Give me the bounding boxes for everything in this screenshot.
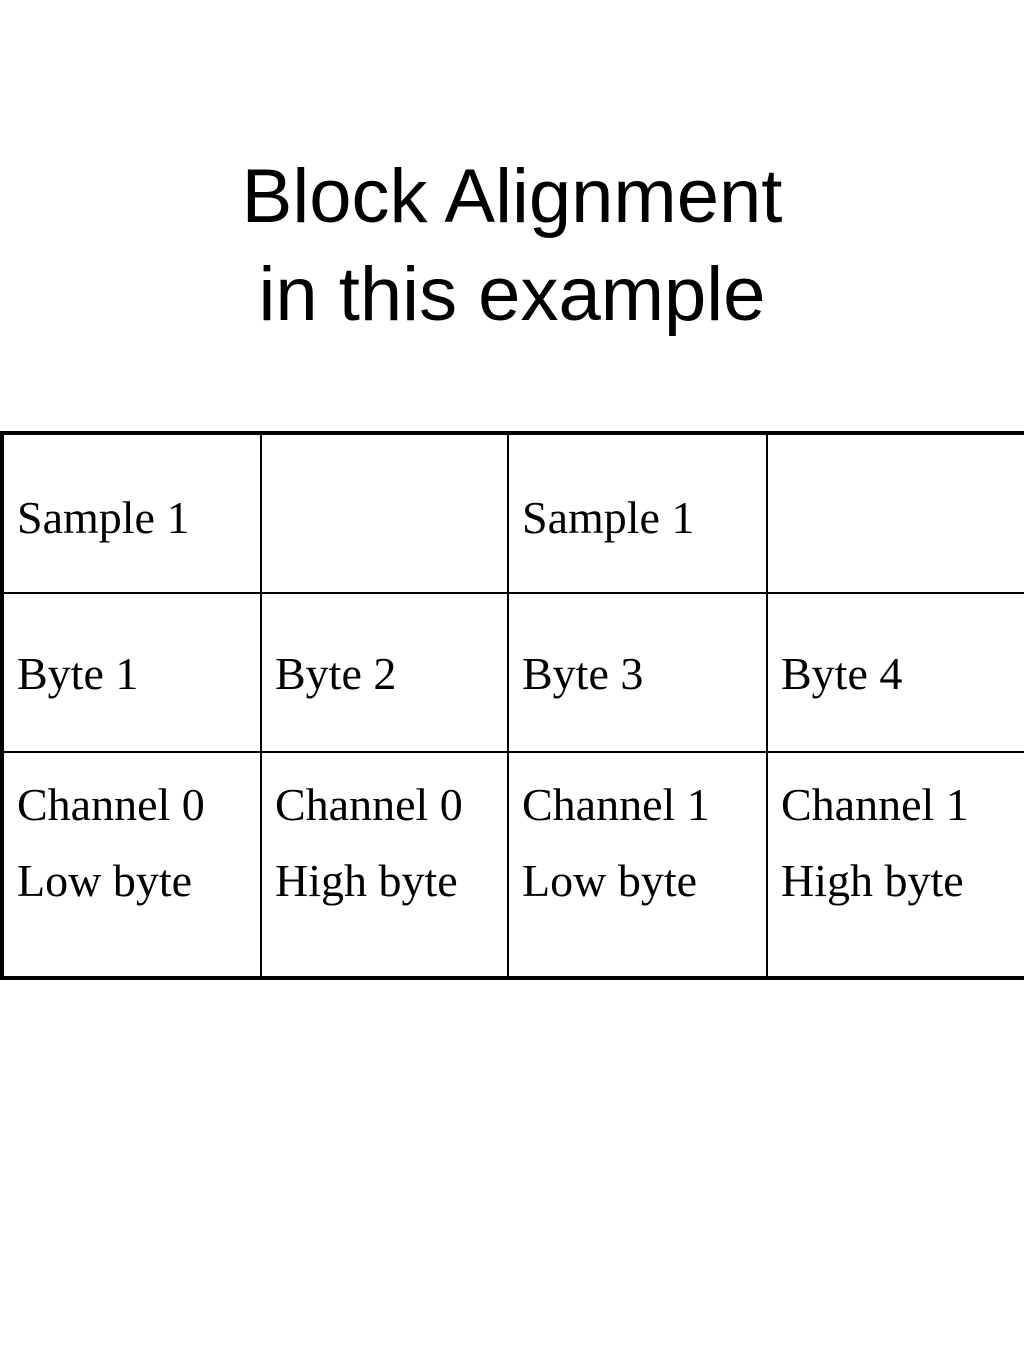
title-line-2: in this example [258,252,766,337]
table-row-bytes: Byte 1 Byte 2 Byte 3 Byte 4 [0,592,1024,753]
table-row-channels: Channel 0 Low byte Channel 0 High byte C… [0,751,1024,980]
table-cell: Byte 2 [260,592,509,753]
table-cell: Sample 1 [0,431,262,594]
table-cell: Byte 3 [507,592,768,753]
slide-title: Block Alignment in this example [0,148,1024,344]
table-cell: Channel 1 High byte [766,751,1024,980]
table-cell [766,431,1024,594]
table-cell: Byte 1 [0,592,262,753]
table-cell [260,431,509,594]
table-cell: Sample 1 [507,431,768,594]
block-alignment-table: Sample 1 Sample 1 Byte 1 Byte 2 Byte 3 B… [0,431,1024,980]
table-cell: Channel 0 Low byte [0,751,262,980]
table-row-sample: Sample 1 Sample 1 [0,431,1024,594]
table-cell: Byte 4 [766,592,1024,753]
table-cell: Channel 1 Low byte [507,751,768,980]
table-cell: Channel 0 High byte [260,751,509,980]
title-line-1: Block Alignment [241,154,783,239]
